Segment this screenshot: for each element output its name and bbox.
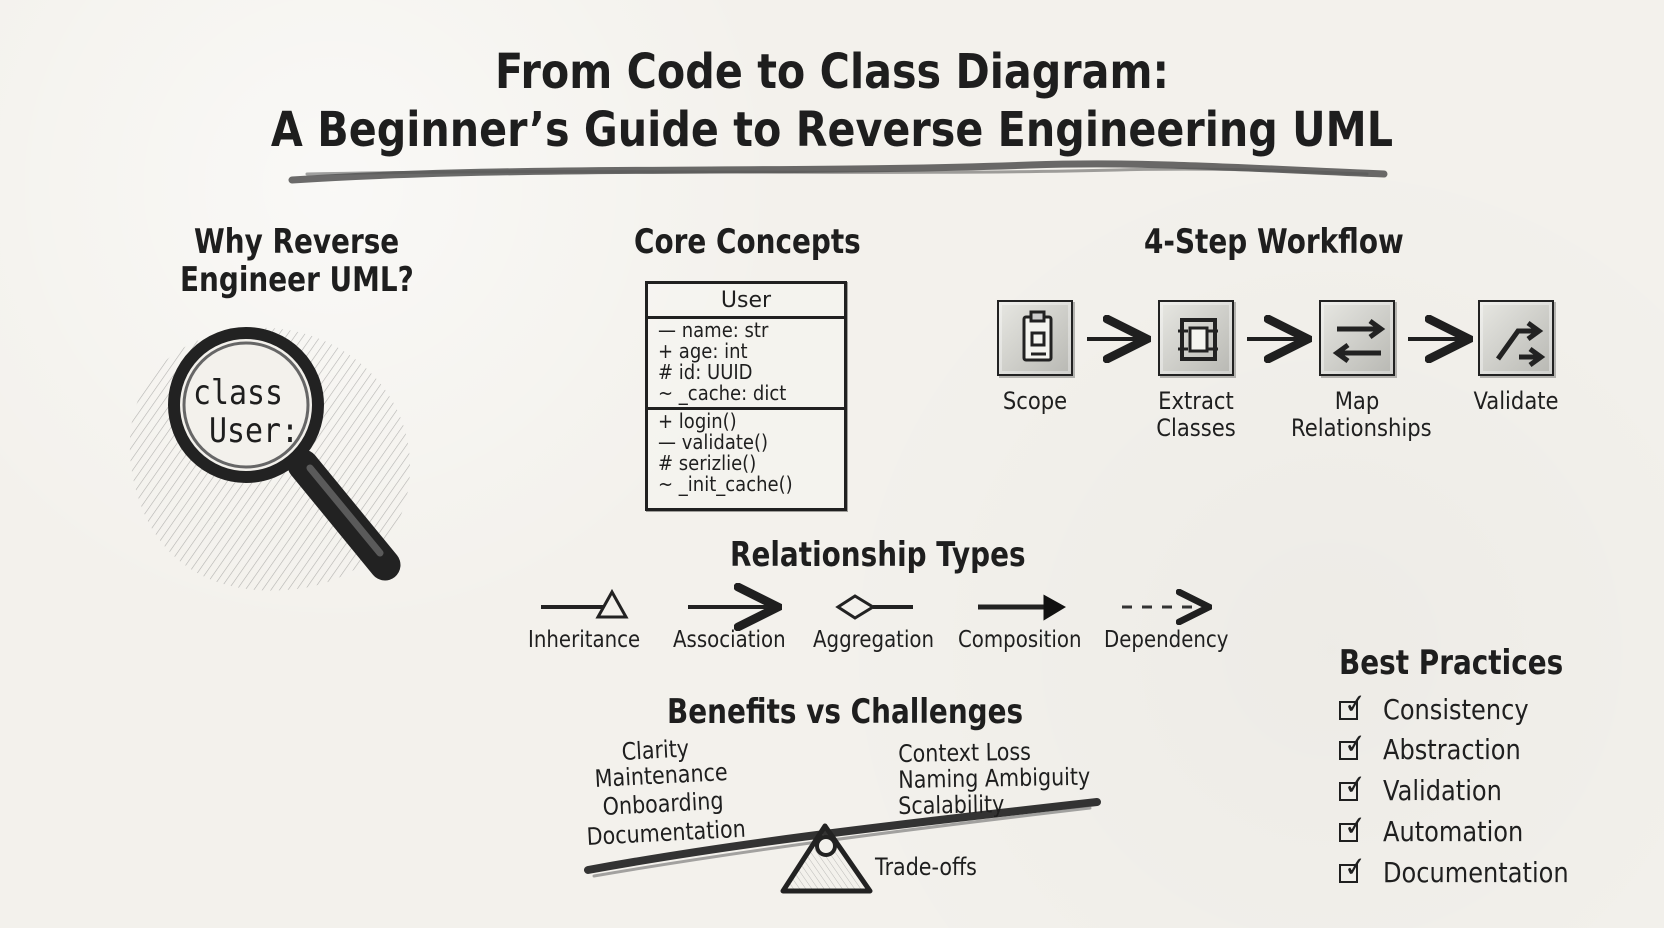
inheritance-arrow-icon [541,588,629,619]
seesaw-plank [584,798,1101,874]
why-heading-line-1: Why Reverse [194,222,400,262]
extract-classes-icon-graphic [1178,318,1218,361]
uml-attributes-list: — name: str + age: int # id: UUID ~ _cac… [658,320,843,407]
uml-attribute-name: — name: str [658,318,769,342]
relationship-label-dependency: Dependency [1104,627,1229,653]
uml-method-login: + login() [658,409,737,433]
checkmark-icon: ✓ [1342,769,1368,802]
workflow-heading: 4-Step Workflow [1144,222,1404,262]
workflow-label-extract-classes: Extract Classes [1156,387,1236,442]
best-practice-row-validation: ✓ Validation [1339,769,1599,808]
relationship-arrows-icon-graphic [1332,318,1386,364]
uml-attribute-id: # id: UUID [658,360,753,384]
best-practice-row-abstraction: ✓ Abstraction [1339,728,1599,767]
magnifier-lens [168,327,324,483]
uml-method-serialize: # serizlie() [658,451,757,475]
best-practice-row-consistency: ✓ Consistency [1339,688,1599,727]
best-practice-abstraction: Abstraction [1383,733,1521,766]
seesaw-fulcrum [780,823,873,894]
best-practice-validation: Validation [1383,774,1502,807]
extract-classes-icon [1158,300,1234,376]
relationship-symbols [541,592,1206,618]
checkmark-icon: ✓ [1342,851,1368,884]
magnifier-drawing [129,327,411,591]
relationship-label-composition: Composition [958,627,1082,653]
relationship-types-heading: Relationship Types [730,535,1026,575]
aggregation-arrow-icon [835,594,913,620]
composition-arrow-icon [978,594,1066,621]
best-practice-consistency: Consistency [1383,693,1529,726]
best-practice-automation: Automation [1383,815,1524,848]
validation-arrows-icon [1478,300,1554,376]
magnifier-code-line-1: class [193,373,284,413]
clipboard-icon-graphic [1022,310,1053,362]
validation-arrows-icon-graphic [1495,320,1546,368]
checkmark-icon: ✓ [1342,728,1368,761]
magnifier-handle [287,449,401,581]
checkbox-icon [1339,864,1358,883]
uml-method-validate: — validate() [658,430,769,454]
checkbox-icon [1339,823,1358,842]
why-heading-line-2: Engineer UML? [180,260,414,300]
best-practice-row-automation: ✓ Automation [1339,810,1599,849]
core-concepts-heading: Core Concepts [634,222,861,262]
relationship-label-aggregation: Aggregation [813,627,935,653]
magnifier-handle-highlight [306,464,384,557]
clipboard-icon [997,300,1073,376]
uml-class-name: User [648,284,844,319]
best-practice-row-documentation: ✓ Documentation [1339,851,1599,890]
title-underline-scribble-second-stroke [305,167,1369,176]
workflow-label-map-relationships: Map Relationships [1291,387,1432,442]
uml-methods-divider [648,407,844,410]
checkbox-icon [1339,701,1358,720]
uml-class-card: User — name: str + age: int # id: UUID ~… [645,281,847,511]
uml-methods-list: + login() — validate() # serizlie() ~ _i… [658,411,843,509]
challenge-scalability: Scalability [898,790,1005,820]
relationship-arrows-icon [1319,300,1395,376]
magnifier-code-line-2: User: [209,411,300,451]
checkmark-icon: ✓ [1342,810,1368,843]
relationship-label-inheritance: Inheritance [528,627,641,653]
checkbox-icon [1339,782,1358,801]
tradeoffs-label: Trade-offs [875,853,977,881]
magnifier-inner-ring [182,341,310,469]
checkmark-icon: ✓ [1342,688,1368,721]
benefits-challenges-heading: Benefits vs Challenges [667,692,1024,732]
uml-attribute-age: + age: int [658,339,748,363]
challenge-naming-ambiguity: Naming Ambiguity [898,762,1091,794]
checkbox-icon [1339,741,1358,760]
main-title-line-1: From Code to Class Diagram: [494,44,1170,100]
tradeoff-scale-drawing [584,798,1101,894]
seesaw-pivot [815,835,837,857]
best-practice-documentation: Documentation [1383,856,1569,889]
workflow-label-validate: Validate [1473,387,1559,415]
main-title-line-2: A Beginner’s Guide to Reverse Engineerin… [270,102,1394,158]
relationship-label-association: Association [673,627,786,653]
uml-attribute-cache: ~ _cache: dict [658,381,787,405]
workflow-label-scope: Scope [1002,387,1068,415]
uml-method-init-cache: ~ _init_cache() [658,472,793,496]
best-practices-heading: Best Practices [1339,643,1564,683]
